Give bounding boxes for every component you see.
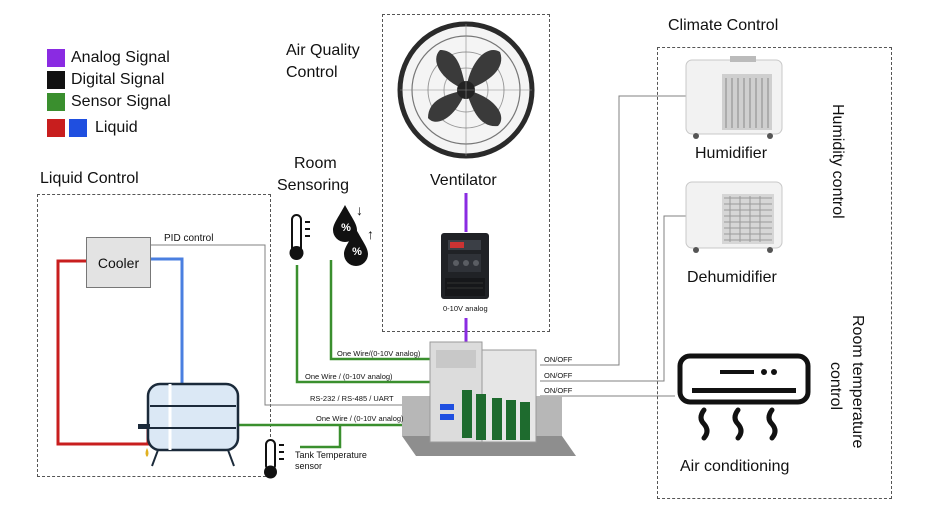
dehumidifier-wire — [540, 215, 687, 382]
humidifier-image — [685, 56, 783, 139]
dehumidifier-image — [685, 181, 783, 253]
climate-control-title: Climate Control — [668, 17, 779, 34]
legend-sensor: Sensor Signal — [47, 93, 171, 111]
liquid-cold-swatch — [69, 119, 87, 137]
humidity-control-title: Humidity control — [829, 104, 846, 219]
legend-liquid-label: Liquid — [95, 119, 138, 136]
cooler-box: Cooler — [86, 237, 151, 288]
air-quality-title-2: Control — [286, 64, 338, 81]
air-quality-title-1: Air Quality — [286, 42, 360, 59]
pid-label: PID control — [164, 233, 214, 244]
percent-glyph-1: % — [341, 222, 351, 234]
tank-icon — [138, 382, 240, 467]
sensor-swatch — [47, 93, 65, 111]
liquid-hot-swatch — [47, 119, 65, 137]
humidity-sensor-wire — [329, 260, 430, 361]
digital-swatch — [47, 71, 65, 89]
legend-analog-label: Analog Signal — [71, 49, 170, 66]
room-temp-sensor-wire — [295, 265, 430, 384]
legend-digital-label: Digital Signal — [71, 71, 165, 88]
tank-sensor-link — [300, 425, 342, 449]
climate-control-region — [657, 47, 892, 499]
air-conditioning-label: Air conditioning — [680, 458, 790, 475]
percent-glyph-2: % — [352, 246, 362, 258]
ventilator-label: Ventilator — [430, 172, 497, 189]
tank-thermometer-icon — [264, 439, 284, 479]
air-conditioner-icon — [677, 353, 811, 441]
rs-label: RS-232 / RS-485 / UART — [310, 394, 394, 403]
hot-liquid-pipe — [56, 259, 150, 446]
room-temperature-title-1: Room temperature — [849, 315, 866, 449]
one-wire-label-3: One Wire / (0-10V analog) — [316, 414, 404, 423]
arrow-up-icon: ↑ — [367, 226, 374, 242]
pid-wire — [149, 244, 430, 406]
liquid-control-region — [37, 194, 271, 477]
onoff-label-1: ON/OFF — [544, 355, 573, 364]
humidity-up-icon — [344, 229, 368, 266]
onoff-label-2: ON/OFF — [544, 371, 573, 380]
vfd-label: 0-10V analog — [443, 304, 488, 313]
legend-digital: Digital Signal — [47, 71, 164, 89]
humidifier-label: Humidifier — [695, 145, 768, 162]
plc-controller — [402, 341, 576, 456]
room-sensoring-title-1: Room — [294, 155, 337, 172]
arrow-down-icon: ↓ — [356, 202, 363, 218]
thermometer-icon — [289, 214, 310, 260]
dehumidifier-label: Dehumidifier — [687, 269, 777, 286]
one-wire-label-1: One Wire/(0-10V analog) — [337, 349, 421, 358]
analog-swatch — [47, 49, 65, 67]
legend-analog: Analog Signal — [47, 49, 170, 67]
humidifier-wire — [540, 95, 687, 366]
room-temperature-title-2: control — [827, 362, 844, 411]
room-sensoring-title-2: Sensoring — [277, 177, 350, 194]
liquid-control-title: Liquid Control — [40, 170, 139, 187]
humidity-down-icon — [333, 205, 357, 242]
cold-liquid-pipe — [149, 257, 184, 383]
one-wire-label-2: One Wire / (0-10V analog) — [305, 372, 393, 381]
vfd-drive — [441, 233, 489, 299]
legend-sensor-label: Sensor Signal — [71, 93, 171, 110]
fan-icon — [397, 21, 535, 159]
cooler-label: Cooler — [97, 254, 140, 271]
onoff-label-3: ON/OFF — [544, 386, 573, 395]
tank-sensor-label-1: Tank Temperature — [295, 450, 367, 460]
legend-liquid: Liquid — [47, 119, 138, 137]
tank-sensor-label-2: sensor — [295, 461, 323, 471]
